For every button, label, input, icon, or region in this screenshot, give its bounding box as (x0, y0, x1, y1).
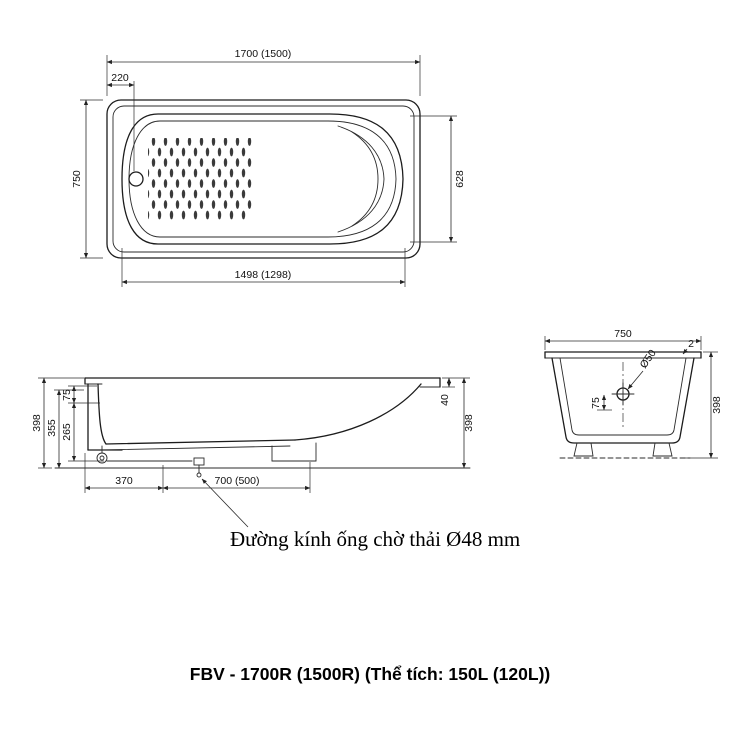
anti-slip-pattern (148, 138, 252, 220)
dim-drain-span-label: 370 (115, 475, 133, 487)
dim-rim-drop-label: 40 (439, 394, 451, 406)
dim-end-height-label: 398 (711, 396, 723, 414)
dim-height-right-label: 398 (463, 414, 475, 432)
dim-rim-height-label: 355 (46, 419, 58, 437)
tub-basin-outline (121, 113, 404, 245)
backrest-contour-2 (351, 131, 379, 227)
dim-offset-label: 75 (590, 397, 602, 409)
annotation-text: Đường kính ống chờ thải Ø48 mm (230, 527, 520, 551)
dim-drain-dia-label: Ø50 (638, 347, 659, 370)
backrest-slope (294, 383, 422, 441)
dim-drain-offset-label: 220 (111, 72, 129, 84)
dim-inner-width-label: 628 (454, 170, 466, 188)
end-foot-right (652, 442, 673, 457)
end-view: 750 2 Ø50 75 398 (544, 328, 723, 459)
dim-inner-length-label: 1498 (1298) (235, 269, 292, 281)
dim-lip-label: 2 (688, 338, 694, 350)
dim-upper-label: 75 (61, 389, 73, 401)
tub-inner-rim (112, 105, 415, 253)
dim-end-width-label: 750 (614, 328, 632, 340)
dim-length-top-label: 1700 (1500) (235, 48, 292, 60)
dim-bottom-span-label: 700 (500) (215, 475, 260, 487)
waste-stub-flange (193, 457, 205, 466)
top-view: 1700 (1500) 220 750 628 1498 (1298) (71, 48, 466, 287)
end-inner-wall (559, 357, 687, 436)
drain-circle (128, 171, 144, 187)
dim-height-left-label: 398 (31, 414, 43, 432)
end-outer-wall (551, 357, 695, 444)
side-view: 398 355 75 265 370 700 (500) 40 398 (31, 377, 475, 493)
basin-bottom (105, 439, 296, 445)
end-foot-left (573, 442, 594, 457)
dim-lower-label: 265 (61, 423, 73, 441)
annotation-leader (201, 478, 249, 528)
backrest-contour-1 (337, 125, 385, 233)
annotation: Đường kính ống chờ thải Ø48 mm (201, 478, 520, 551)
waste-stub (196, 472, 202, 478)
dim-width-label: 750 (71, 170, 83, 188)
basin-inner-wall (97, 383, 107, 445)
tub-basin-waterline (128, 120, 397, 238)
drain-trap (96, 452, 108, 464)
model-caption: FBV - 1700R (1500R) (Thể tích: 150L (120… (190, 664, 550, 684)
tub-outer-rim (106, 99, 421, 259)
